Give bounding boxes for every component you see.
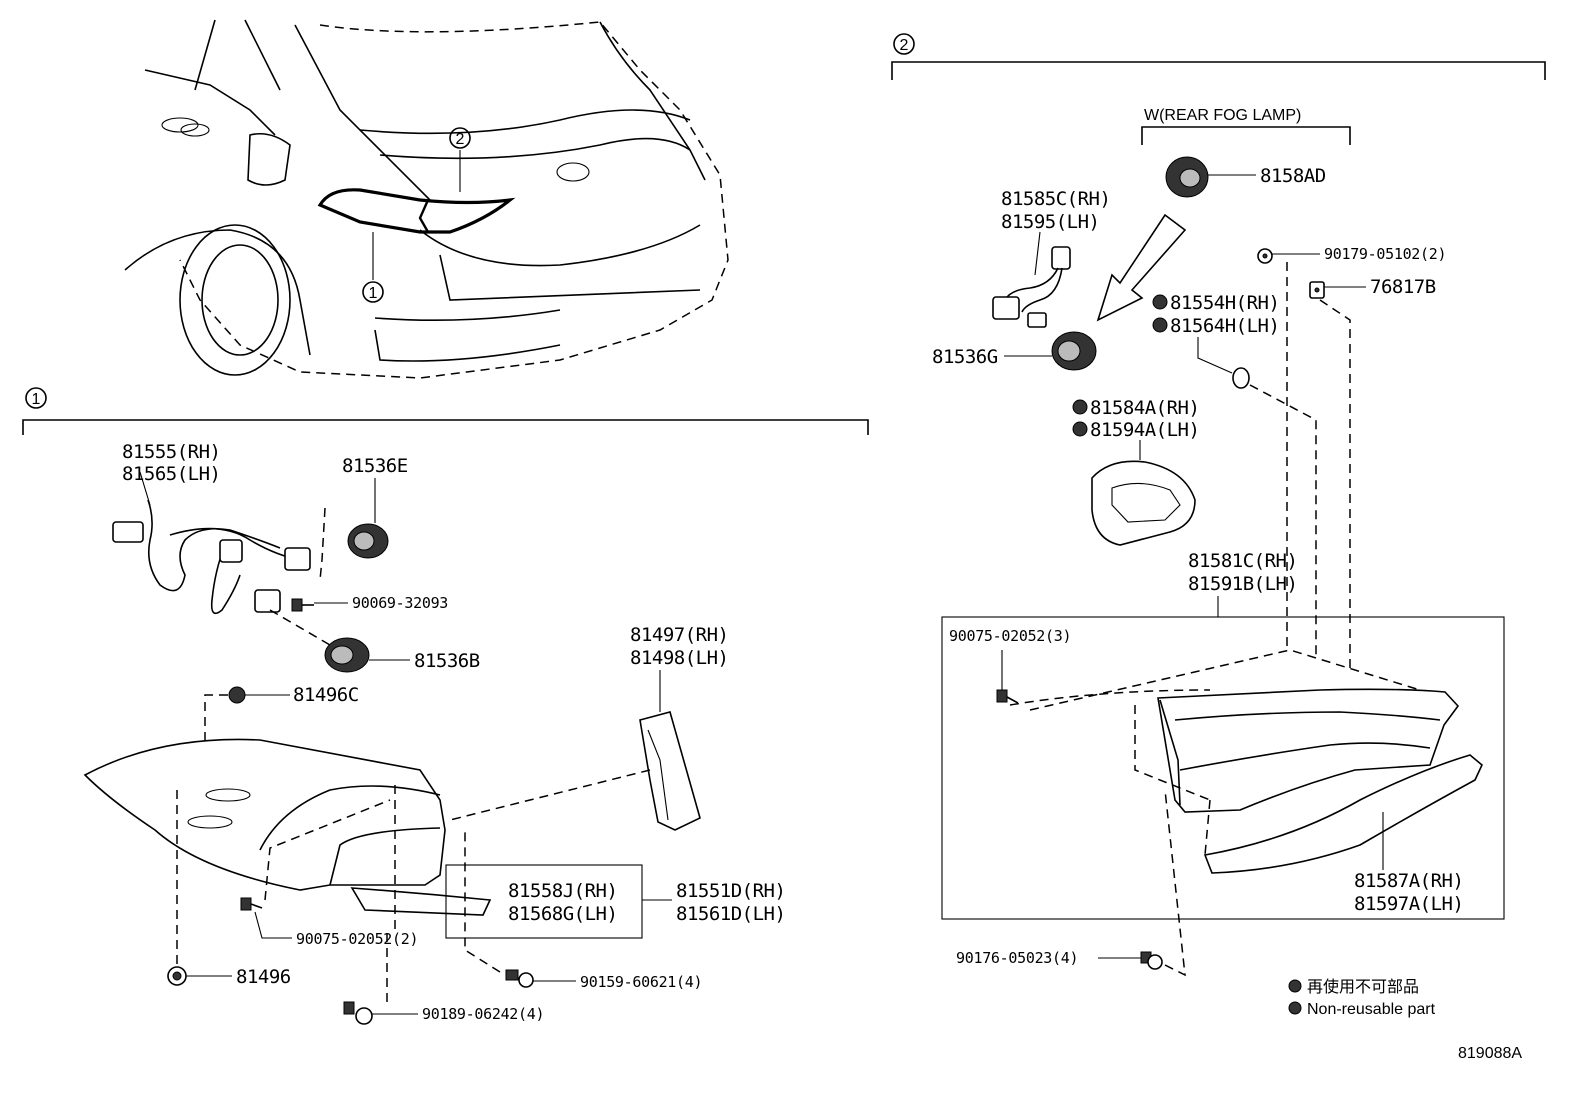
label-81584a-rh: 81584A(RH): [1090, 397, 1199, 419]
wire-harness-part: [112, 471, 311, 615]
section-1-outer-lamp: 1 81555(RH) 81565(LH) 81536E: [22, 387, 869, 1025]
label-rear-fog-lamp: W(REAR FOG LAMP): [1144, 107, 1301, 124]
screw-90176-part: [1098, 789, 1186, 977]
seal-81584a-part: [1072, 399, 1196, 546]
install-direction-arrow: [1096, 213, 1187, 322]
label-90176-05023-4: 90176-05023(4): [956, 949, 1078, 967]
screw-90075-s2-part: [996, 650, 1019, 704]
grommet-81496-part: [167, 790, 232, 986]
nut-81496c-part: [204, 686, 290, 770]
inner-tail-lamp-part: [941, 596, 1505, 920]
legend-en: Non-reusable part: [1307, 1001, 1436, 1018]
label-90189-06242-4: 90189-06242(4): [422, 1005, 544, 1023]
label-81565-lh: 81565(LH): [122, 463, 220, 485]
label-81597a-lh: 81597A(LH): [1354, 893, 1463, 915]
socket-81536g-part: [1004, 331, 1097, 371]
bulb-8158ad-part: [1165, 156, 1256, 198]
label-81536g: 81536G: [932, 346, 998, 368]
car-rear-illustration: 2 1: [124, 19, 729, 379]
label-81497-rh: 81497(RH): [630, 624, 728, 646]
label-81551d-rh: 81551D(RH): [676, 880, 785, 902]
gasket-81554h-part: [1152, 294, 1317, 660]
callout-1-car: 1: [369, 285, 378, 302]
outer-tail-lamp-part: [83, 738, 446, 891]
label-90075-02052-3: 90075-02052(3): [949, 627, 1071, 645]
cover-81497-part: [449, 670, 701, 831]
label-81568g-lh: 81568G(LH): [508, 903, 617, 925]
label-81591b-lh: 81591B(LH): [1188, 573, 1297, 595]
screw-90075-s1-part: [240, 799, 391, 939]
label-81536e: 81536E: [342, 455, 408, 477]
label-90069-32093: 90069-32093: [352, 594, 448, 612]
label-90075-02052-2: 90075-02052(2): [296, 930, 418, 948]
socket-81536e-part: [319, 478, 389, 581]
legend-jp: 再使用不可部品: [1307, 978, 1419, 996]
diagram-id: 819088A: [1458, 1045, 1522, 1062]
label-81496c: 81496C: [293, 684, 359, 706]
screw-90159-part: [464, 830, 576, 988]
label-81498-lh: 81498(LH): [630, 647, 728, 669]
label-81496: 81496: [236, 966, 291, 988]
clip-90179-part: [1257, 248, 1320, 650]
section-2-callout: 2: [900, 37, 909, 54]
lens-81587a-part: [1203, 754, 1483, 874]
label-90179-05102-2: 90179-05102(2): [1324, 245, 1446, 263]
label-81585c-rh: 81585C(RH): [1001, 188, 1110, 210]
label-81587a-rh: 81587A(RH): [1354, 870, 1463, 892]
label-81555-rh: 81555(RH): [122, 441, 220, 463]
label-76817b: 76817B: [1370, 276, 1436, 298]
legend-dot-icon: [1288, 979, 1302, 993]
callout-2-car: 2: [456, 131, 465, 148]
label-90159-60621-4: 90159-60621(4): [580, 973, 702, 991]
label-81564h-lh: 81564H(LH): [1170, 315, 1279, 337]
nut-90189-part: [343, 785, 418, 1025]
section-1-callout: 1: [32, 391, 41, 408]
label-81536b: 81536B: [414, 650, 480, 672]
screw-90069-part: [291, 598, 348, 612]
legend: 再使用不可部品 Non-reusable part: [1288, 978, 1436, 1018]
label-81558j-rh: 81558J(RH): [508, 880, 617, 902]
clip-76817b-part: [1309, 281, 1366, 668]
label-81554h-rh: 81554H(RH): [1170, 292, 1279, 314]
lens-81558j-part: [350, 864, 672, 939]
legend-dot-icon-2: [1288, 1001, 1302, 1015]
label-81595-lh: 81595(LH): [1001, 211, 1099, 233]
socket-81536b-part: [269, 609, 410, 673]
section-2-inner-lamp: 2 W(REAR FOG LAMP) 8158AD 81585C(RH) 815…: [891, 33, 1546, 977]
label-81594a-lh: 81594A(LH): [1090, 419, 1199, 441]
label-81581c-rh: 81581C(RH): [1188, 550, 1297, 572]
harness-81585c-part: [992, 231, 1071, 328]
label-81561d-lh: 81561D(LH): [676, 903, 785, 925]
label-8158ad: 8158AD: [1260, 165, 1326, 187]
